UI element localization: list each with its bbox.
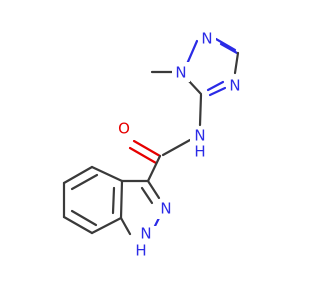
bond-c3-n2-double: [140, 186, 154, 205]
benzene-bond-2-double: [70, 173, 99, 191]
indazole-nh-label-bg: [133, 226, 163, 260]
triazole-bond-n2-c3: [214, 37, 237, 52]
indazole-n2-label-bg: [157, 199, 175, 219]
bond-co-1: [132, 139, 162, 158]
benzene-bond-5: [90, 216, 123, 235]
triazole-bond-n4-c5-double: [206, 80, 225, 92]
triazole-bond-n4-c5: [208, 86, 227, 97]
triazole-bond-c5-n1: [186, 78, 203, 96]
benzene-bond-1: [90, 165, 124, 183]
indazole-n1-label: N: [140, 225, 151, 243]
triazole-bond-n1-n2: [185, 39, 199, 66]
triazole-bond-n2-c3-double: [219, 42, 239, 55]
amide-nh-label-bg: [190, 128, 214, 160]
bond-n1-c7a: [119, 216, 132, 236]
carbonyl-oxygen-label: O: [118, 120, 130, 138]
benzene-bond-6-double: [111, 186, 116, 215]
n2-label-bg: [198, 29, 216, 49]
bond-nh-carbonyl: [161, 138, 192, 157]
benzene-bond-2: [62, 165, 94, 185]
benzene-bond-4: [62, 215, 94, 235]
benzene-bond-4-double: [70, 209, 98, 227]
indazole-n2-label: N: [160, 200, 171, 218]
bond-c3-n2: [146, 179, 161, 200]
triazole-n4-label: N: [229, 77, 240, 95]
triazole-n2-label: N: [201, 30, 212, 48]
amide-h-label: H: [194, 143, 205, 161]
indazole-h-label: H: [135, 242, 146, 260]
oxygen-label-bg: [115, 118, 135, 140]
triazole-n1-label: N: [175, 64, 186, 82]
amide-n-label: N: [194, 127, 205, 145]
n1-label-bg: [172, 62, 190, 82]
triazole-bond-c3-n4: [233, 51, 240, 75]
bond-co-2: [128, 146, 158, 165]
bond-carbonyl-c3: [146, 154, 162, 183]
bond-c3a-c7a: [119, 179, 124, 220]
bond-c5-nh: [198, 93, 203, 127]
molecule-structure: N N N N H O N N H: [62, 29, 244, 260]
n4-label-bg: [226, 75, 244, 95]
